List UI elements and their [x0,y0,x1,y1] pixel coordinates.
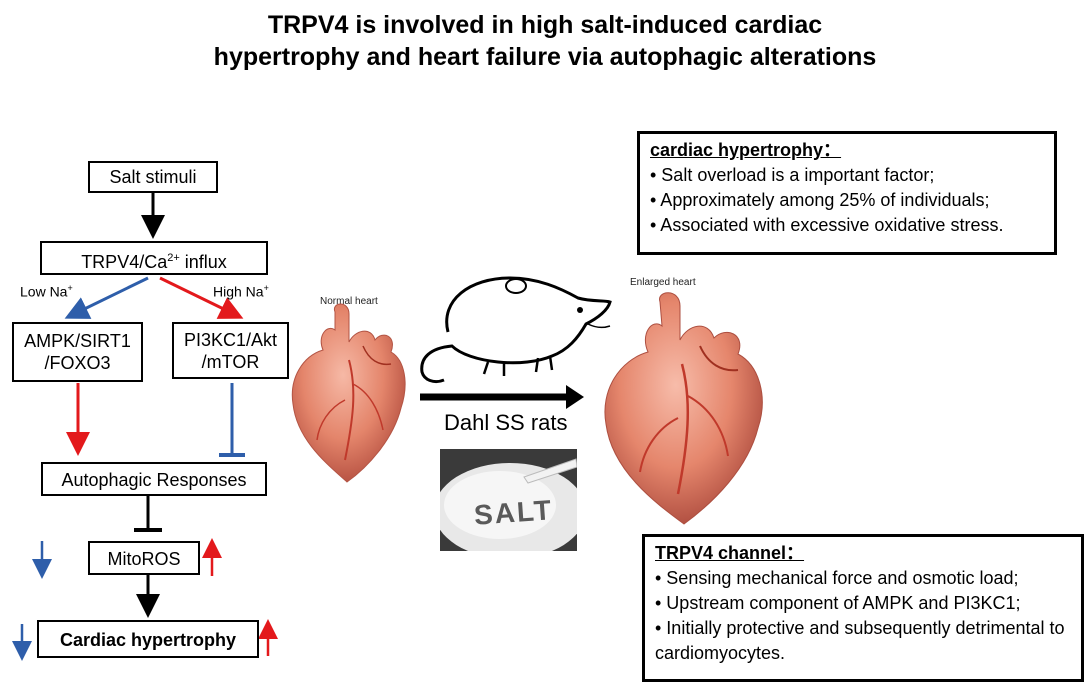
pi3k-line-1: PI3KC1/Akt [183,330,278,350]
salt-pile [440,458,577,551]
trpv4-bullet-3: • Initially protective and subsequently … [655,618,1065,663]
trpv4-channel-info-box: TRPV4 channel： • Sensing mechanical forc… [642,534,1084,682]
enlarged-heart-label: Enlarged heart [630,277,696,288]
normal-heart-label: Normal heart [320,296,378,307]
ampk-sirt1-foxo3-box: AMPK/SIRT1 /FOXO3 [12,322,143,382]
cardiac-hypertrophy-info-box: cardiac hypertrophy： • Salt overload is … [637,131,1057,255]
normal-heart-icon [291,303,406,483]
high-na-label: High Na+ [213,283,269,300]
dahl-ss-rats-label: Dahl SS rats [444,410,568,435]
mitoros-box: MitoROS [88,541,200,575]
rat-icon [420,276,612,384]
ampk-line-2: /FOXO3 [44,353,111,373]
salt-stimuli-box: Salt stimuli [88,161,218,193]
cardiac-hypertrophy-box: Cardiac hypertrophy [37,620,259,658]
hypertrophy-bullet-1: • Salt overload is a important factor; [650,165,935,185]
arrow-trpv4-to-ampk [64,276,149,319]
pi3k-line-2: /mTOR [201,352,260,372]
trpv4-bullet-2: • Upstream component of AMPK and PI3KC1; [655,593,1021,613]
title-line-1: TRPV4 is involved in high salt-induced c… [267,11,823,39]
hypertrophy-bullet-2: • Approximately among 25% of individuals… [650,190,990,210]
trpv4-channel-heading: TRPV4 channel： [655,543,805,563]
arrow-trpv4-to-pi3k [159,276,244,319]
enlarged-heart-icon [604,292,763,525]
trpv4-bullet-1: • Sensing mechanical force and osmotic l… [655,568,1019,588]
pi3kc1-akt-mtor-box: PI3KC1/Akt /mTOR [172,322,289,379]
arrow-head-enlarged [566,385,584,409]
trpv4-influx-box: TRPV4/Ca2+ influx [40,241,268,275]
title-line-2: hypertrophy and heart failure via autoph… [213,43,877,71]
ampk-line-1: AMPK/SIRT1 [24,331,131,351]
low-na-label: Low Na+ [20,283,73,300]
hypertrophy-bullet-3: • Associated with excessive oxidative st… [650,215,1004,235]
salt-label: SALT [472,494,554,531]
trpv4-label: TRPV4/Ca [81,252,168,272]
cardiac-hypertrophy-heading: cardiac hypertrophy： [650,140,842,160]
trpv4-sup: 2+ [167,252,180,264]
influx-label: influx [179,252,227,272]
autophagic-responses-box: Autophagic Responses [41,462,267,496]
salt-bowl-icon: SALT [440,449,577,551]
